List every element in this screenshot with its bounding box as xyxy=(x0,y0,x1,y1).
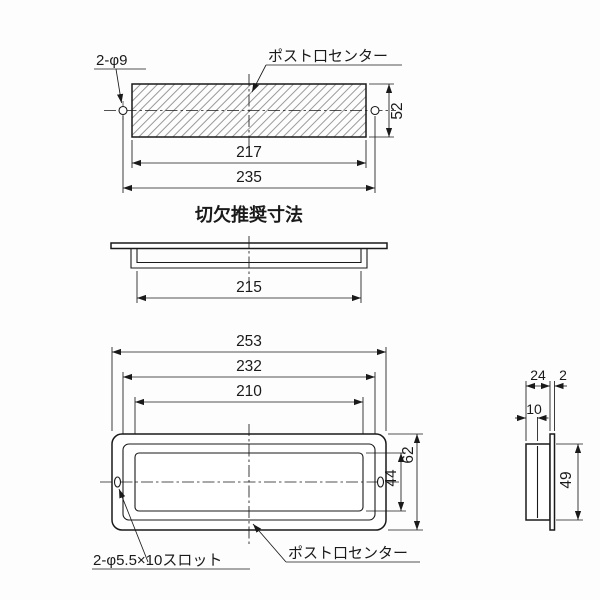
dim-hole-span: 235 xyxy=(122,116,376,193)
dim-inner-depth-value: 10 xyxy=(526,401,542,417)
dim-inner-depth: 10 xyxy=(515,401,549,441)
dim-frame-width: 232 xyxy=(122,358,376,441)
dim-recess-width-value: 215 xyxy=(236,279,262,296)
dim-overall-height: 62 xyxy=(388,433,423,531)
front-plate-edge xyxy=(549,433,556,531)
post-center-leader-bottom xyxy=(252,523,287,563)
dim-recess-width: 215 xyxy=(136,271,362,303)
dim-opening-width: 210 xyxy=(134,383,364,450)
dim-depth: 24 xyxy=(525,367,551,441)
hole-callout-leader xyxy=(115,68,124,104)
dim-frame-width-value: 232 xyxy=(236,358,262,375)
left-mount-hole xyxy=(118,105,128,116)
post-center-label-bottom: ポスト口センター xyxy=(288,545,408,562)
left-screw-slot xyxy=(113,476,122,488)
dim-thickness-value: 2 xyxy=(559,367,567,383)
right-mount-hole xyxy=(370,105,380,116)
top-view-cutout: 2-φ9 ポスト口センター 52 217 235 xyxy=(94,48,406,193)
dim-box-height: 49 xyxy=(556,443,583,521)
post-center-callout-top: ポスト口センター xyxy=(251,48,402,93)
front-view-plate: 253 232 210 44 xyxy=(92,333,423,570)
slot-callout-leader xyxy=(118,488,149,563)
dim-overall-height-value: 62 xyxy=(400,446,417,463)
dim-cutout-width: 217 xyxy=(131,140,367,168)
dim-opening-width-value: 210 xyxy=(236,383,262,400)
slot-callout: 2-φ5.5×10スロット xyxy=(92,488,250,570)
dim-depth-value: 24 xyxy=(530,367,546,383)
post-center-label-top: ポスト口センター xyxy=(268,48,388,65)
hole-callout-label: 2-φ9 xyxy=(96,52,127,69)
slot-callout-label: 2-φ5.5×10スロット xyxy=(93,552,222,569)
dim-overall-width-value: 253 xyxy=(236,333,262,350)
dim-overall-width: 253 xyxy=(111,333,387,431)
dim-box-height-value: 49 xyxy=(558,471,575,488)
dim-thickness: 2 xyxy=(554,367,567,431)
dim-cutout-width-value: 217 xyxy=(236,144,262,161)
post-center-leader-top xyxy=(251,64,267,93)
post-center-callout-bottom: ポスト口センター xyxy=(252,523,420,563)
hole-callout: 2-φ9 xyxy=(94,52,146,104)
dim-cutout-height-value: 52 xyxy=(389,102,406,119)
side-view-profile: 24 2 10 49 xyxy=(515,367,583,531)
middle-view-recess: 215 xyxy=(110,236,388,303)
right-screw-slot xyxy=(376,476,385,488)
dim-opening-height: 44 xyxy=(366,452,406,512)
caption-title: 切欠推奨寸法 xyxy=(195,204,303,225)
dim-cutout-height: 52 xyxy=(369,83,406,138)
dim-opening-height-value: 44 xyxy=(383,469,400,487)
dim-hole-span-value: 235 xyxy=(236,169,262,186)
